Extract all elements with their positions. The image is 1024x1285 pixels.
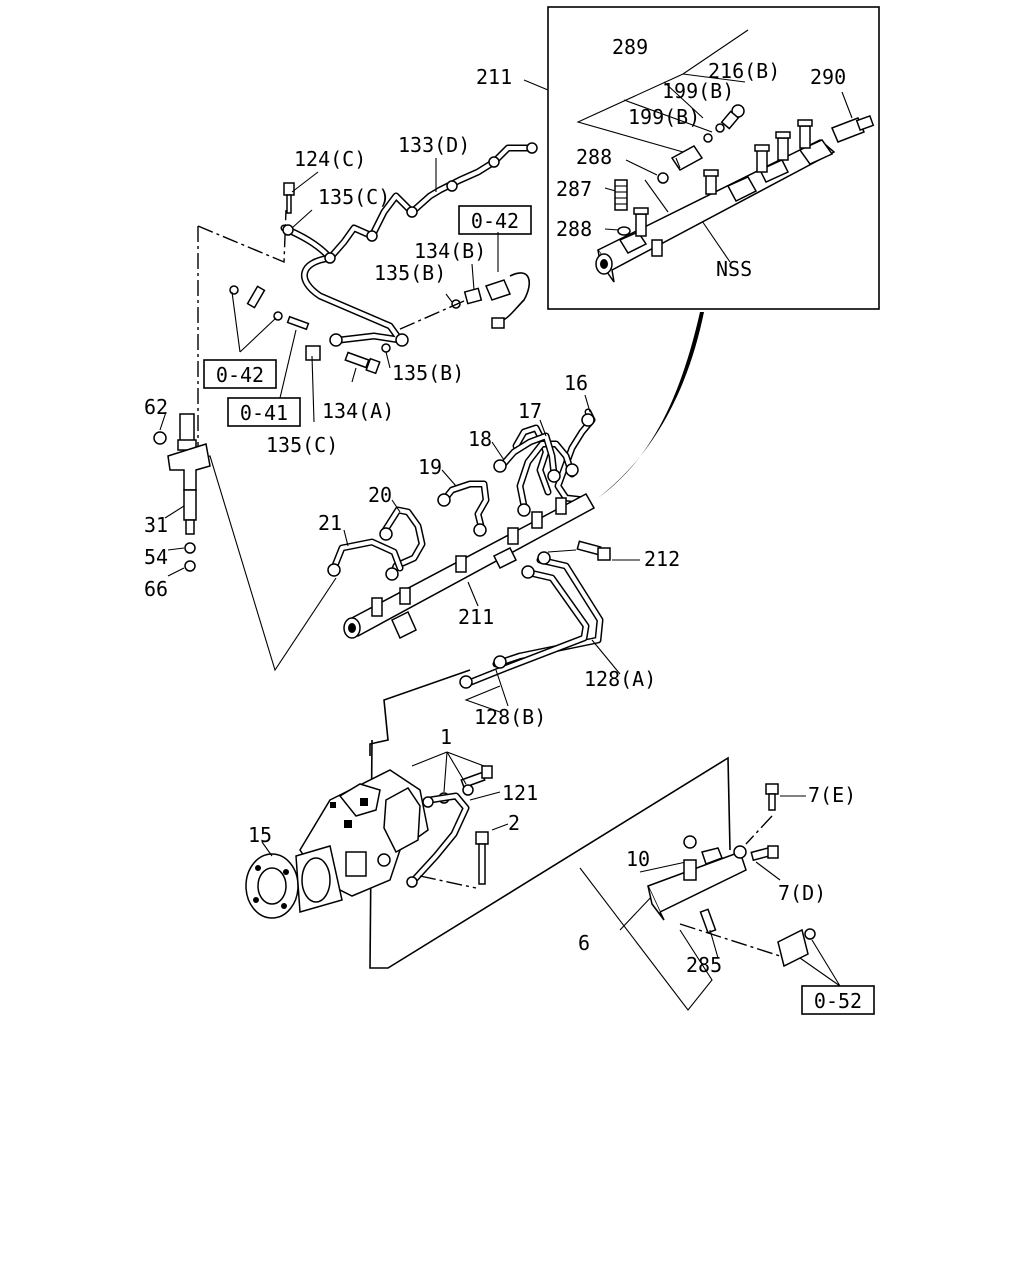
bracket-6 xyxy=(579,783,841,1011)
label-62: 62 xyxy=(144,395,168,419)
label-211-inset: 211 xyxy=(476,65,512,89)
injection-pump-15 xyxy=(245,739,731,969)
label-15: 15 xyxy=(248,823,272,847)
label-1: 1 xyxy=(440,725,452,749)
label-31: 31 xyxy=(144,513,168,537)
rail-fittings xyxy=(633,119,813,257)
leakoff-pipe-group xyxy=(197,142,538,672)
label-124C: 124(C) xyxy=(294,147,366,171)
label-285: 285 xyxy=(686,953,722,977)
label-135C-bot: 135(C) xyxy=(266,433,338,457)
label-128A: 128(A) xyxy=(584,667,656,691)
label-134A: 134(A) xyxy=(322,399,394,423)
label-133D: 133(D) xyxy=(398,133,470,157)
sensor-134B xyxy=(463,272,531,329)
ref-label: 0-42 xyxy=(216,363,264,387)
ref-box-0-52: 0-52 xyxy=(801,985,875,1015)
label-10: 10 xyxy=(626,847,650,871)
bolt-2 xyxy=(475,831,489,885)
label-290: 290 xyxy=(810,65,846,89)
ref-label: 0-41 xyxy=(240,401,288,425)
inset-common-rail xyxy=(523,6,880,498)
label-288-a: 288 xyxy=(576,145,612,169)
bolt-7D xyxy=(750,845,779,862)
label-289: 289 xyxy=(612,35,648,59)
bolt-124C xyxy=(283,182,295,214)
label-212: 212 xyxy=(644,547,680,571)
label-7E: 7(E) xyxy=(808,783,856,807)
label-17: 17 xyxy=(518,399,542,423)
label-66: 66 xyxy=(144,577,168,601)
ref-box-0-41: 0-41 xyxy=(227,397,301,427)
label-288-b: 288 xyxy=(556,217,592,241)
pressure-sensor-290 xyxy=(831,114,875,143)
label-199B-a: 199(B) xyxy=(662,79,734,103)
label-nss: NSS xyxy=(716,257,752,281)
label-54: 54 xyxy=(144,545,168,569)
injector-31 xyxy=(153,411,211,577)
union-289 xyxy=(670,145,704,171)
label-287: 287 xyxy=(556,177,592,201)
label-128B: 128(B) xyxy=(474,705,546,729)
valve-287 xyxy=(614,179,628,211)
label-7D: 7(D) xyxy=(778,881,826,905)
label-135C-top: 135(C) xyxy=(318,185,390,209)
label-18: 18 xyxy=(468,427,492,451)
label-19: 19 xyxy=(418,455,442,479)
ref-label: 0-52 xyxy=(814,989,862,1013)
bolt-134A xyxy=(344,351,381,375)
label-21: 21 xyxy=(318,511,342,535)
bolt-212 xyxy=(576,540,611,561)
ref-box-0-42-left: 0-42 xyxy=(203,359,277,389)
ref-label: 0-42 xyxy=(471,209,519,233)
inset-frame xyxy=(547,6,880,310)
label-134B: 134(B) xyxy=(414,239,486,263)
label-135B-a: 135(B) xyxy=(374,261,446,285)
label-121: 121 xyxy=(502,781,538,805)
bolt-216B xyxy=(720,104,745,130)
ref-box-0-42-top: 0-42 xyxy=(458,205,532,235)
high-pressure-pipes xyxy=(369,551,621,756)
injection-pipes xyxy=(327,394,640,640)
label-135B-b: 135(B) xyxy=(392,361,464,385)
label-2: 2 xyxy=(508,811,520,835)
label-216B: 216(B) xyxy=(708,59,780,83)
label-6: 6 xyxy=(578,931,590,955)
label-199B-b: 199(B) xyxy=(628,105,700,129)
label-16: 16 xyxy=(564,371,588,395)
label-20: 20 xyxy=(368,483,392,507)
bolt-7E xyxy=(765,783,779,811)
label-211: 211 xyxy=(458,605,494,629)
